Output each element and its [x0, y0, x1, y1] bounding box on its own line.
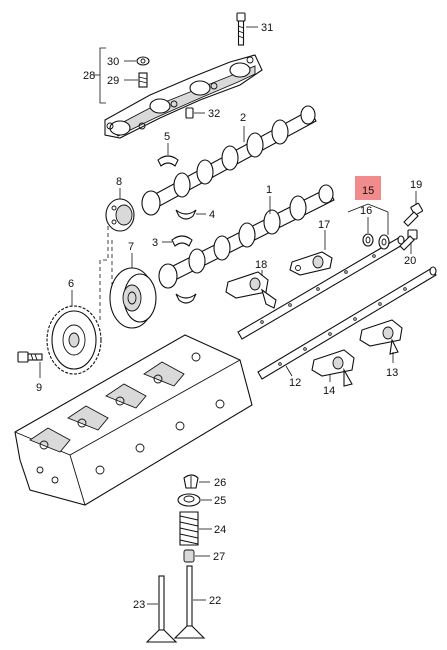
stud-29-drawing	[124, 72, 148, 88]
valve-22-drawing	[173, 565, 206, 639]
label-30: 30	[107, 56, 119, 68]
label-1: 1	[266, 184, 272, 196]
label-26: 26	[214, 477, 226, 489]
label-24: 24	[214, 524, 226, 536]
label-19: 19	[410, 179, 422, 191]
label-25: 25	[214, 495, 226, 507]
label-22: 22	[209, 595, 221, 607]
sprocket-7-drawing	[109, 253, 157, 329]
hub-8-drawing	[105, 188, 135, 232]
label-2: 2	[240, 112, 246, 124]
bearing-shell-lower	[175, 293, 197, 304]
rocker-arm-13-drawing	[359, 319, 403, 363]
label-28: 28	[83, 70, 95, 82]
valve-spring-24-drawing	[179, 511, 212, 546]
label-6: 6	[68, 278, 74, 290]
alignment-dash-1	[99, 226, 109, 320]
label-4: 4	[209, 209, 215, 221]
valve-23-drawing	[145, 575, 178, 643]
label-18: 18	[255, 259, 267, 271]
bracket-15	[347, 203, 389, 213]
label-23: 23	[133, 599, 145, 611]
label-27: 27	[213, 551, 225, 563]
bolt-20-drawing	[399, 229, 418, 254]
label-32: 32	[208, 108, 220, 120]
camshaft-2-drawing	[141, 105, 317, 216]
bearing-shell-5-drawing	[157, 143, 179, 167]
label-13: 13	[386, 367, 398, 379]
label-5: 5	[164, 131, 170, 143]
camshaft-1-drawing	[158, 184, 335, 289]
gear-6-drawing	[46, 290, 102, 375]
nut-30-drawing	[124, 56, 150, 66]
label-12: 12	[289, 377, 301, 389]
rocker-shaft-12-drawing	[257, 266, 437, 380]
washer-16-drawing	[362, 217, 374, 247]
label-16: 16	[360, 205, 372, 217]
label-8: 8	[116, 176, 122, 188]
bearing-shell-4-drawing	[175, 209, 206, 220]
bearing-shell-3-drawing	[162, 235, 193, 247]
label-29: 29	[107, 75, 119, 87]
valve-seal-27-drawing	[183, 549, 210, 563]
label-20: 20	[404, 255, 416, 267]
rocker-arm-18-drawing	[225, 270, 277, 309]
spring-retainer-25-drawing	[177, 493, 212, 507]
label-7: 7	[128, 241, 134, 253]
label-14: 14	[323, 385, 335, 397]
bolt-9-drawing	[17, 351, 43, 378]
cylinder-head-drawing	[14, 334, 253, 506]
bracket-28	[99, 47, 106, 104]
bolt-31-drawing	[236, 12, 258, 46]
label-3: 3	[152, 237, 158, 249]
bearing-cap-rail-drawing	[104, 54, 263, 139]
label-17: 17	[318, 219, 330, 231]
spacer-15-drawing	[378, 212, 390, 250]
pin-32-drawing	[185, 107, 205, 119]
highlight-box-15	[355, 176, 381, 200]
rocker-arm-14-drawing	[311, 349, 355, 387]
label-15: 15	[362, 185, 374, 197]
valve-cotters-26-drawing	[183, 474, 210, 489]
bolt-19-drawing	[403, 191, 424, 227]
label-31: 31	[261, 22, 273, 34]
label-9: 9	[36, 382, 42, 394]
rocker-arm-17-drawing	[289, 230, 333, 276]
